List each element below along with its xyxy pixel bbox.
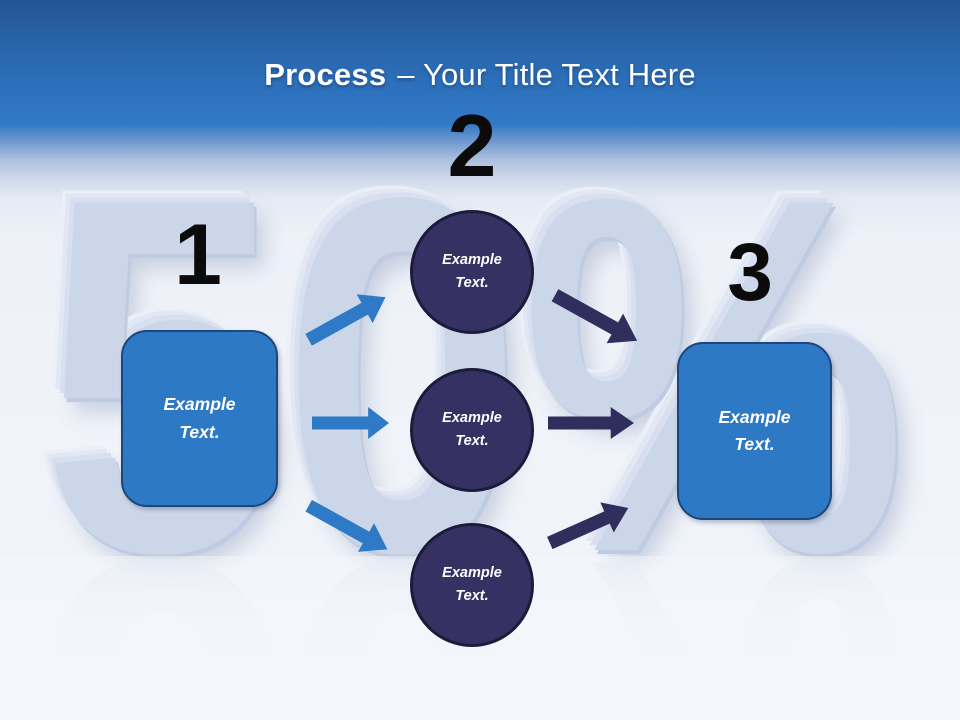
step-number-1: 1 — [174, 207, 222, 303]
process-step-2-circle-middle: Example Text. — [410, 368, 534, 492]
process-step-1-label: Example Text. — [163, 394, 236, 442]
process-step-2-circle-top: Example Text. — [410, 210, 534, 334]
title-subtitle: – Your Title Text Here — [397, 57, 696, 92]
arrow-right-icon — [548, 407, 634, 439]
title-keyword: Process — [264, 57, 387, 92]
process-step-3-label: Example Text. — [718, 406, 791, 454]
process-step-3-box: Example Text. — [677, 342, 832, 520]
process-step-1-box: Example Text. — [121, 330, 278, 507]
process-step-2-label-top: Example Text. — [442, 251, 502, 291]
process-step-2-label-middle: Example Text. — [442, 409, 502, 449]
slide-title: Process – Your Title Text Here — [0, 47, 960, 103]
arrow-right-icon — [312, 407, 389, 439]
arrow-down-right-icon — [305, 499, 388, 552]
step-number-2: 2 — [447, 96, 497, 195]
arrow-down-right-icon — [551, 289, 638, 344]
step-number-3: 3 — [727, 227, 773, 318]
arrow-up-right-icon — [546, 502, 629, 550]
arrow-up-right-icon — [305, 294, 386, 346]
process-step-2-label-bottom: Example Text. — [442, 564, 502, 604]
process-step-2-circle-bottom: Example Text. — [410, 523, 534, 647]
